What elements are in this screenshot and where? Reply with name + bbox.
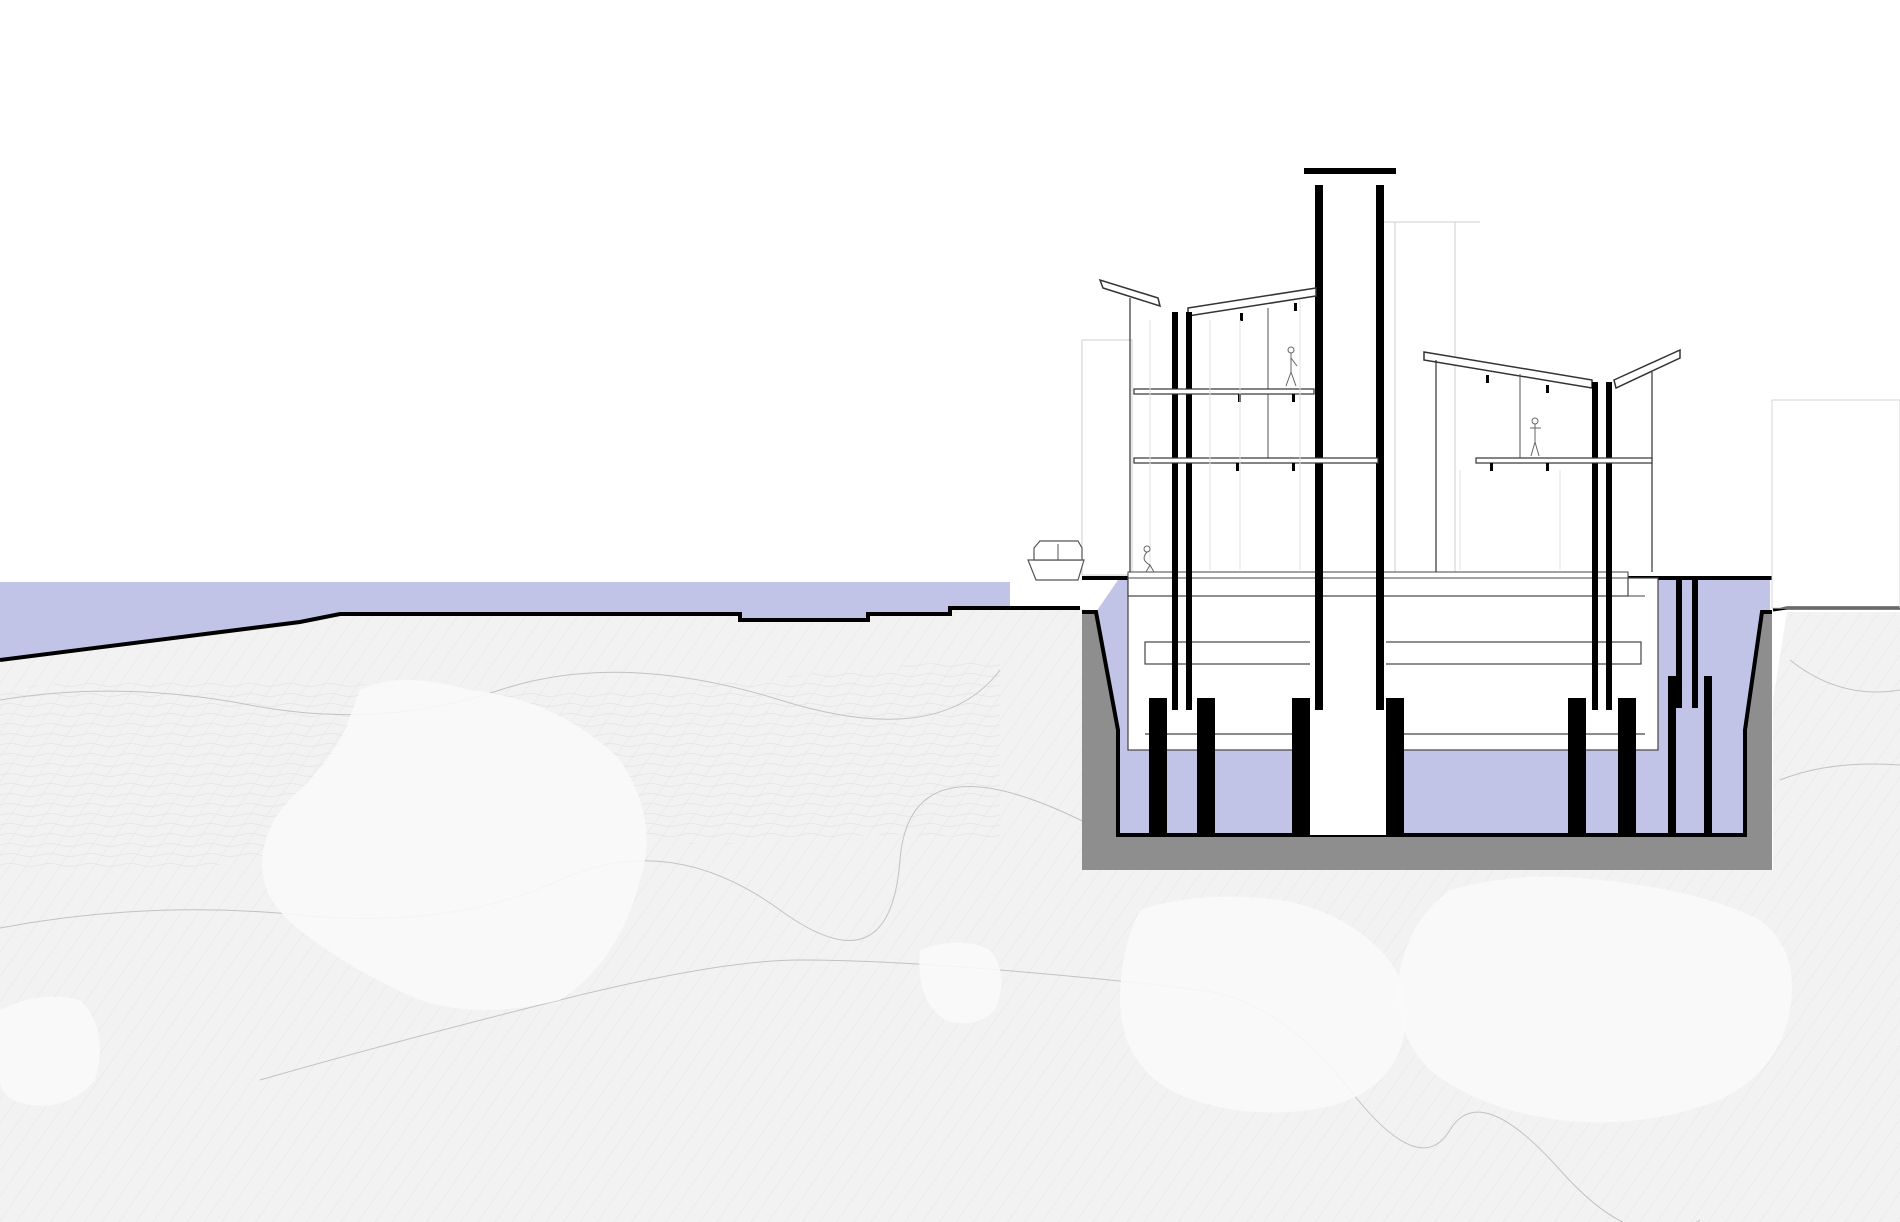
basin-wall	[1082, 612, 1772, 870]
pile-8	[1704, 676, 1712, 835]
boat-hull	[1027, 559, 1085, 581]
background-volume-2	[1394, 221, 1456, 575]
left-column-b	[1186, 312, 1192, 710]
interior-lines	[1149, 300, 1561, 570]
pile-3	[1292, 698, 1310, 835]
left-floor-1	[1133, 457, 1379, 464]
light-fixture	[1236, 463, 1239, 471]
tower-cap	[1304, 168, 1396, 174]
person-figures	[1143, 346, 1541, 573]
building-section	[1081, 168, 1900, 710]
pile-9	[1676, 578, 1682, 708]
background-volume-1	[1081, 339, 1133, 576]
person-figure-3	[1143, 545, 1155, 573]
left-column-a	[1172, 312, 1178, 710]
left-roof-inner	[1187, 287, 1317, 317]
rock-mass-5	[0, 996, 100, 1106]
right-roof-inner	[1423, 351, 1593, 389]
light-fixture	[1292, 394, 1295, 402]
tower-wall-right	[1376, 185, 1384, 710]
ceiling-lights	[1236, 303, 1549, 471]
rock-mass-4	[919, 942, 1002, 1024]
light-fixture	[1240, 313, 1243, 321]
contour-line-4	[1789, 659, 1900, 693]
boat-icon	[1027, 540, 1085, 581]
right-roof-outer	[1613, 348, 1681, 390]
light-fixture	[1292, 463, 1295, 471]
light-fixture	[1486, 375, 1489, 383]
rock-mass-2	[1120, 896, 1407, 1113]
contour-line-2	[0, 786, 1101, 941]
contour-line-5	[1779, 763, 1900, 781]
pile-10	[1692, 578, 1698, 708]
right-column-a	[1592, 382, 1598, 710]
light-fixture	[1490, 463, 1493, 471]
person-figure-2	[1530, 417, 1541, 457]
right-column-b	[1606, 382, 1612, 710]
pile-1	[1149, 698, 1167, 835]
basin-outline	[1082, 610, 1772, 837]
left-floor-2	[1133, 388, 1315, 395]
left-roof-outer	[1098, 278, 1162, 308]
background-volume-3	[1771, 399, 1900, 609]
contour-line-1	[0, 669, 1001, 720]
person-figure-1	[1285, 346, 1298, 387]
terrain-section	[0, 606, 1900, 1222]
light-fixture	[1546, 463, 1549, 471]
pile-5	[1568, 698, 1586, 835]
rock-mass-1	[261, 680, 647, 1010]
light-fixture	[1546, 385, 1549, 393]
right-floor-1	[1475, 457, 1653, 464]
tower-wall-left	[1315, 185, 1323, 710]
pile-2	[1197, 698, 1215, 835]
light-fixture	[1294, 303, 1297, 311]
pile-4	[1386, 698, 1404, 835]
terrain-surface-line	[0, 606, 1080, 662]
deck-slab-middle	[1144, 641, 1642, 665]
pile-6	[1618, 698, 1636, 835]
pile-7	[1668, 676, 1676, 835]
rock-mass-3	[1398, 876, 1792, 1123]
